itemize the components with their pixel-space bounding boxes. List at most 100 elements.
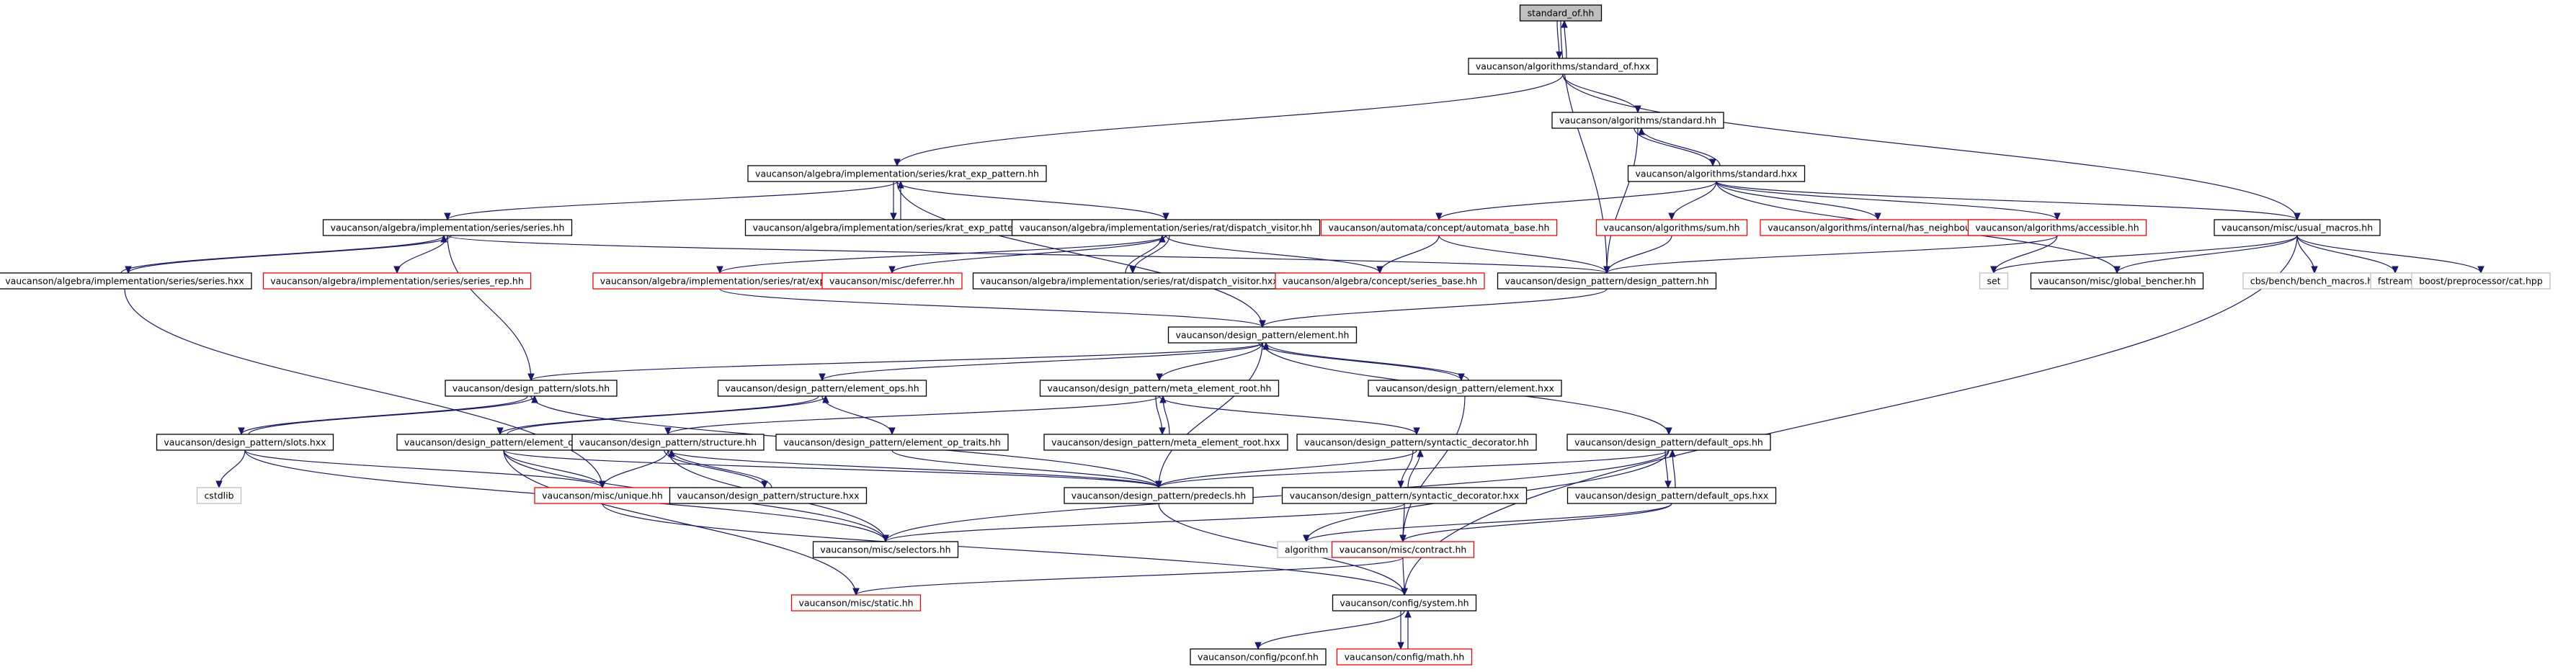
dependency-edge xyxy=(1603,127,1639,274)
arrowhead-icon xyxy=(2294,212,2301,221)
graph-node[interactable]: vaucanson/misc/selectors.hh xyxy=(812,541,959,558)
arrowhead-icon xyxy=(1159,234,1166,243)
graph-node[interactable]: vaucanson/design_pattern/meta_element_ro… xyxy=(1043,434,1288,451)
graph-node[interactable]: vaucanson/misc/deferrer.hh xyxy=(821,272,963,290)
node-label: vaucanson/algebra/implementation/series/… xyxy=(270,276,524,287)
graph-node[interactable]: vaucanson/algorithms/standard_of.hxx xyxy=(1468,58,1658,75)
graph-node[interactable]: vaucanson/design_pattern/design_pattern.… xyxy=(1497,272,1717,290)
graph-node[interactable]: vaucanson/algorithms/accessible.hh xyxy=(1967,219,2147,236)
arrowhead-icon xyxy=(2392,266,2399,274)
graph-node[interactable]: vaucanson/algorithms/sum.hh xyxy=(1595,219,1748,236)
arrowhead-icon xyxy=(1603,266,1610,274)
dependency-edge xyxy=(1303,503,1672,543)
node-box xyxy=(1627,165,1806,182)
node-label: vaucanson/design_pattern/default_ops.hh xyxy=(1574,437,1763,448)
graph-node[interactable]: vaucanson/algebra/implementation/series/… xyxy=(592,272,847,290)
graph-node[interactable]: vaucanson/design_pattern/element.hxx xyxy=(1368,380,1562,397)
graph-node[interactable]: vaucanson/algorithms/standard.hh xyxy=(1551,112,1724,129)
graph-node[interactable]: vaucanson/design_pattern/slots.hxx xyxy=(156,434,334,451)
edge-line xyxy=(248,395,535,435)
edge-line xyxy=(896,181,1167,220)
edge-line xyxy=(602,449,669,488)
arrowhead-icon xyxy=(1417,449,1424,457)
graph-node[interactable]: vaucanson/algebra/implementation/series/… xyxy=(322,219,573,236)
node-label: vaucanson/algorithms/sum.hh xyxy=(1603,223,1739,233)
graph-node[interactable]: vaucanson/design_pattern/element_ops.hxx xyxy=(396,434,611,451)
graph-node: standard_of.hh xyxy=(1519,4,1603,22)
node-label: vaucanson/design_pattern/syntactic_decor… xyxy=(1290,490,1520,501)
graph-node[interactable]: vaucanson/config/pconf.hh xyxy=(1190,648,1327,666)
dependency-edge xyxy=(1401,557,1408,596)
dependency-edge xyxy=(1634,127,1716,167)
node-label: vaucanson/algorithms/accessible.hh xyxy=(1975,223,2139,233)
dependency-edge xyxy=(852,557,1404,596)
arrowhead-icon xyxy=(822,395,829,403)
node-label: vaucanson/algebra/implementation/series/… xyxy=(600,276,839,287)
edge-line xyxy=(891,449,1159,488)
dependency-edge xyxy=(1376,235,1440,274)
graph-node[interactable]: vaucanson/design_pattern/structure.hxx xyxy=(669,487,868,504)
graph-node[interactable]: vaucanson/config/system.hh xyxy=(1332,594,1477,611)
graph-node[interactable]: vaucanson/misc/unique.hh xyxy=(534,487,671,504)
graph-node[interactable]: vaucanson/design_pattern/element_ops.hh xyxy=(717,380,927,397)
graph-node[interactable]: vaucanson/algebra/implementation/series/… xyxy=(1011,219,1321,236)
graph-node[interactable]: vaucanson/design_pattern/element_op_trai… xyxy=(775,434,1009,451)
graph-node[interactable]: vaucanson/config/math.hh xyxy=(1336,648,1473,666)
edge-line xyxy=(1265,342,1469,381)
graph-node[interactable]: vaucanson/design_pattern/default_ops.hxx xyxy=(1566,487,1777,504)
arrowhead-icon xyxy=(1435,212,1443,221)
node-label: vaucanson/design_pattern/meta_element_ro… xyxy=(1048,383,1272,394)
edge-line xyxy=(855,557,1404,596)
node-box xyxy=(0,272,252,290)
graph-node[interactable]: vaucanson/design_pattern/predecls.hh xyxy=(1064,487,1254,504)
arrowhead-icon xyxy=(1376,266,1383,274)
arrowhead-icon xyxy=(1262,341,1270,350)
arrowhead-icon xyxy=(1303,534,1310,543)
graph-node[interactable]: vaucanson/misc/contract.hh xyxy=(1331,541,1475,558)
edge-line xyxy=(1716,181,2058,220)
graph-node[interactable]: vaucanson/algebra/implementation/series/… xyxy=(744,219,1050,236)
arrowhead-icon xyxy=(215,480,223,489)
node-box xyxy=(1551,112,1724,129)
node-label: vaucanson/misc/static.hh xyxy=(798,598,913,609)
graph-node[interactable]: vaucanson/misc/global_bencher.hh xyxy=(2030,272,2204,290)
graph-node[interactable]: vaucanson/design_pattern/syntactic_decor… xyxy=(1296,434,1537,451)
dependency-edge xyxy=(248,395,538,435)
dependency-edge xyxy=(893,73,1564,167)
node-box xyxy=(1519,4,1603,22)
arrowhead-icon xyxy=(664,427,672,436)
node-label: standard_of.hh xyxy=(1528,8,1595,19)
node-box xyxy=(1281,487,1528,504)
graph-node[interactable]: vaucanson/automata/concept/automata_base… xyxy=(1320,219,1558,236)
graph-node[interactable]: vaucanson/algorithms/internal/has_neighb… xyxy=(1760,219,1996,236)
graph-node[interactable]: vaucanson/misc/static.hh xyxy=(790,594,922,611)
dependency-edge xyxy=(503,449,606,489)
node-label: vaucanson/design_pattern/slots.hh xyxy=(453,383,610,394)
arrowhead-icon xyxy=(852,588,860,596)
graph-node[interactable]: vaucanson/design_pattern/meta_element_ro… xyxy=(1039,380,1280,397)
graph-node[interactable]: vaucanson/algebra/implementation/series/… xyxy=(0,272,252,290)
node-label: vaucanson/design_pattern/structure.hxx xyxy=(677,490,859,501)
graph-node[interactable]: vaucanson/algebra/concept/series_base.hh xyxy=(1275,272,1485,290)
graph-node[interactable]: vaucanson/design_pattern/default_ops.hh xyxy=(1566,434,1771,451)
graph-node[interactable]: vaucanson/design_pattern/syntactic_decor… xyxy=(1281,487,1528,504)
graph-node[interactable]: vaucanson/algebra/implementation/series/… xyxy=(972,272,1286,290)
arrowhead-icon xyxy=(1156,373,1163,382)
node-box xyxy=(790,594,922,611)
graph-node[interactable]: vaucanson/algebra/implementation/series/… xyxy=(262,272,532,290)
graph-node[interactable]: vaucanson/design_pattern/element.hh xyxy=(1167,326,1358,344)
dependency-edge xyxy=(1562,73,1641,114)
graph-node: set xyxy=(1979,272,2009,290)
graph-node[interactable]: vaucanson/design_pattern/structure.hh xyxy=(571,434,765,451)
node-label: vaucanson/design_pattern/slots.hxx xyxy=(164,437,326,448)
graph-node[interactable]: vaucanson/algebra/implementation/series/… xyxy=(747,165,1047,182)
graph-node[interactable]: vaucanson/misc/usual_macros.hh xyxy=(2214,219,2381,236)
edge-line xyxy=(1159,395,1417,435)
graph-node[interactable]: vaucanson/design_pattern/slots.hh xyxy=(445,380,618,397)
node-layer: standard_of.hh vaucanson/algorithms/stand… xyxy=(0,4,2551,666)
node-box xyxy=(2214,219,2381,236)
graph-node[interactable]: vaucanson/algorithms/standard.hxx xyxy=(1627,165,1806,182)
arrowhead-icon xyxy=(1162,212,1169,221)
node-label: fstream xyxy=(2378,276,2412,287)
